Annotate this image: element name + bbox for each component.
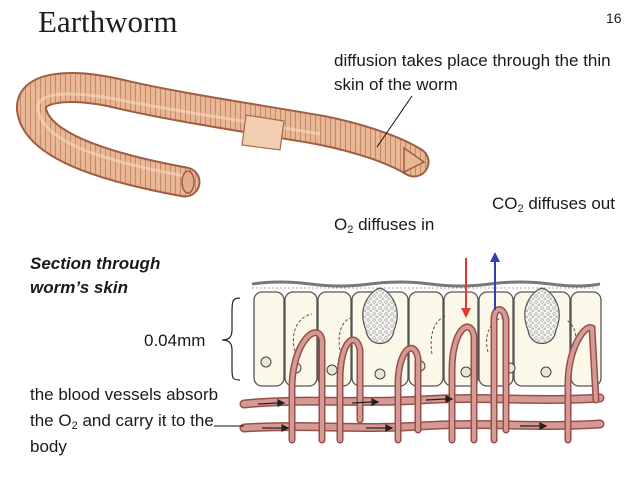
blood-vessels-label: the blood vessels absorb the O2 and carr… [30, 382, 240, 460]
blood-text-2: and carry it to the body [30, 411, 214, 456]
co2-prefix: CO [492, 194, 518, 213]
blood-subscript: 2 [71, 420, 78, 432]
section-heading: Section through worm’s skin [30, 254, 161, 297]
diffusion-label: diffusion takes place through the thin s… [334, 51, 611, 94]
cuticle [251, 280, 601, 288]
o2-prefix: O [334, 215, 348, 234]
blood-vessels [239, 306, 605, 444]
scale-label: 0.04mm [144, 331, 206, 350]
earthworm-illustration [16, 72, 430, 198]
skin-section-illustration [239, 280, 605, 444]
co2-subscript: 2 [517, 203, 524, 215]
co2-suffix: diffuses out [523, 194, 615, 213]
o2-subscript: 2 [347, 224, 354, 236]
scale-brace [221, 297, 241, 381]
slide-number: 16 [606, 10, 622, 26]
o2-arrow [461, 258, 471, 318]
worm-body [18, 74, 428, 196]
o2-diffuses-in-label: O2 diffuses in [334, 213, 434, 237]
worm-clitellum [241, 114, 285, 151]
gland-cell [362, 287, 398, 345]
co2-diffuses-out-label: CO2 diffuses out [492, 192, 622, 240]
co2-arrow [490, 252, 500, 310]
gland-cell [524, 287, 560, 345]
diffusion-pointer-line [376, 95, 413, 148]
o2-suffix: diffuses in [353, 215, 435, 234]
slide-title: Earthworm [38, 4, 178, 39]
flow-arrows [257, 395, 548, 432]
blood-text-1: the blood vessels absorb the O [30, 385, 219, 430]
